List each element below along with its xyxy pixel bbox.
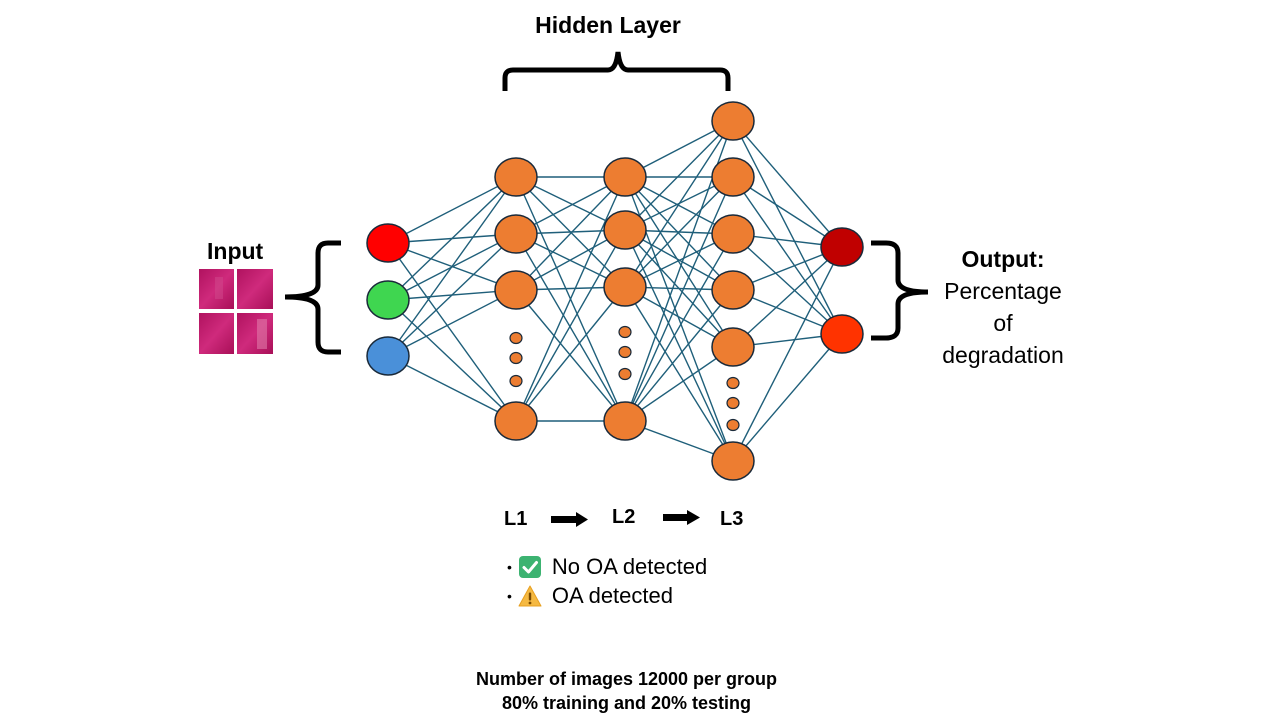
connection-l2-l3 xyxy=(624,120,734,231)
l3-ellipsis-dot xyxy=(726,396,740,410)
connection-l2-l3 xyxy=(624,176,734,291)
l1-node xyxy=(494,270,538,310)
hidden-layer-brace xyxy=(502,51,731,91)
connection-input-l1 xyxy=(387,289,517,357)
connection-l1-l2 xyxy=(515,289,626,422)
footnote-line: Number of images 12000 per group xyxy=(475,669,778,689)
arrow-l1-l2 xyxy=(551,512,588,527)
connection-input-l1 xyxy=(387,176,517,244)
l2-node xyxy=(603,401,647,441)
l1-ellipsis-dot xyxy=(509,351,523,365)
input-node xyxy=(366,280,410,320)
output-node xyxy=(820,227,864,267)
l1-node xyxy=(494,401,538,441)
l3-node xyxy=(711,214,755,254)
hidden-layer-title: Hidden Layer xyxy=(535,12,681,38)
connection-l1-l2 xyxy=(515,233,626,422)
l2-node xyxy=(603,157,647,197)
l1-node xyxy=(494,214,538,254)
l3-node xyxy=(711,441,755,481)
connection-l1-l2 xyxy=(515,229,626,422)
legend-item-no-oa: • No OA detected xyxy=(507,554,707,580)
l3-ellipsis-dot xyxy=(726,418,740,432)
l3-ellipsis-dot xyxy=(726,376,740,390)
l2-ellipsis-dot xyxy=(618,325,632,339)
connection-l3-output xyxy=(732,176,843,335)
connection-l3-output xyxy=(732,120,843,248)
bullet: • xyxy=(507,588,512,604)
connection-l2-l3 xyxy=(624,346,734,422)
connection-l2-l3 xyxy=(624,176,734,422)
check-mark-icon xyxy=(518,556,541,578)
output-label: Output: Percentage of degradation xyxy=(935,243,1071,371)
footnote: Number of images 12000 per group 80% tra… xyxy=(0,667,1253,715)
connection-l1-l2 xyxy=(515,286,626,422)
l3-node xyxy=(711,327,755,367)
connection-input-l1 xyxy=(387,242,517,422)
connection-l2-l3 xyxy=(624,176,734,348)
output-brace xyxy=(871,240,929,341)
l2-ellipsis-dot xyxy=(618,367,632,381)
input-label: Input xyxy=(207,238,264,264)
connection-l1-l2 xyxy=(515,176,626,291)
input-image-thumbnail xyxy=(199,269,273,354)
connection-l3-output xyxy=(732,176,843,248)
connection-input-l1 xyxy=(387,176,517,357)
l2-ellipsis-dot xyxy=(618,345,632,359)
l1-node xyxy=(494,157,538,197)
l3-node xyxy=(711,157,755,197)
connection-l3-output xyxy=(732,120,843,335)
input-brace xyxy=(284,240,341,355)
l1-ellipsis-dot xyxy=(509,374,523,388)
l3-node xyxy=(711,270,755,310)
input-node xyxy=(366,336,410,376)
input-node xyxy=(366,223,410,263)
connection-l2-l3 xyxy=(624,233,734,422)
connection-l3-output xyxy=(732,246,843,462)
connection-input-l1 xyxy=(387,355,517,422)
output-label-line: degradation xyxy=(942,342,1064,368)
output-label-line: Output: xyxy=(961,246,1045,272)
output-label-line: of xyxy=(993,310,1013,336)
connection-l2-l3 xyxy=(624,289,734,422)
l2-node xyxy=(603,210,647,250)
warning-icon xyxy=(518,585,542,607)
l3-node xyxy=(711,101,755,141)
arrow-l2-l3 xyxy=(663,510,700,525)
legend-text: No OA detected xyxy=(551,554,708,579)
connection-l3-output xyxy=(732,233,843,335)
layer-label-l2: L2 xyxy=(612,506,636,528)
connection-l2-l3 xyxy=(624,120,734,288)
l1-ellipsis-dot xyxy=(509,331,523,345)
connection-l2-l3 xyxy=(624,286,734,462)
connection-l3-output xyxy=(732,333,843,462)
layer-label-l3: L3 xyxy=(720,508,744,530)
connection-input-l1 xyxy=(387,176,517,301)
legend-text: OA detected xyxy=(551,583,673,608)
connection-l2-l3 xyxy=(624,176,734,288)
bullet: • xyxy=(507,559,512,575)
output-label-line: Percentage xyxy=(944,278,1062,304)
footnote-line: 80% training and 20% testing xyxy=(501,693,752,713)
connection-l1-l2 xyxy=(515,176,626,422)
output-node xyxy=(820,314,864,354)
connection-l3-output xyxy=(732,246,843,348)
connection-input-l1 xyxy=(387,233,517,357)
connection-input-l1 xyxy=(387,299,517,422)
network-nodes xyxy=(366,101,864,481)
l2-node xyxy=(603,267,647,307)
legend-item-oa: • OA detected xyxy=(507,583,673,609)
layer-label-l1: L1 xyxy=(504,508,528,530)
